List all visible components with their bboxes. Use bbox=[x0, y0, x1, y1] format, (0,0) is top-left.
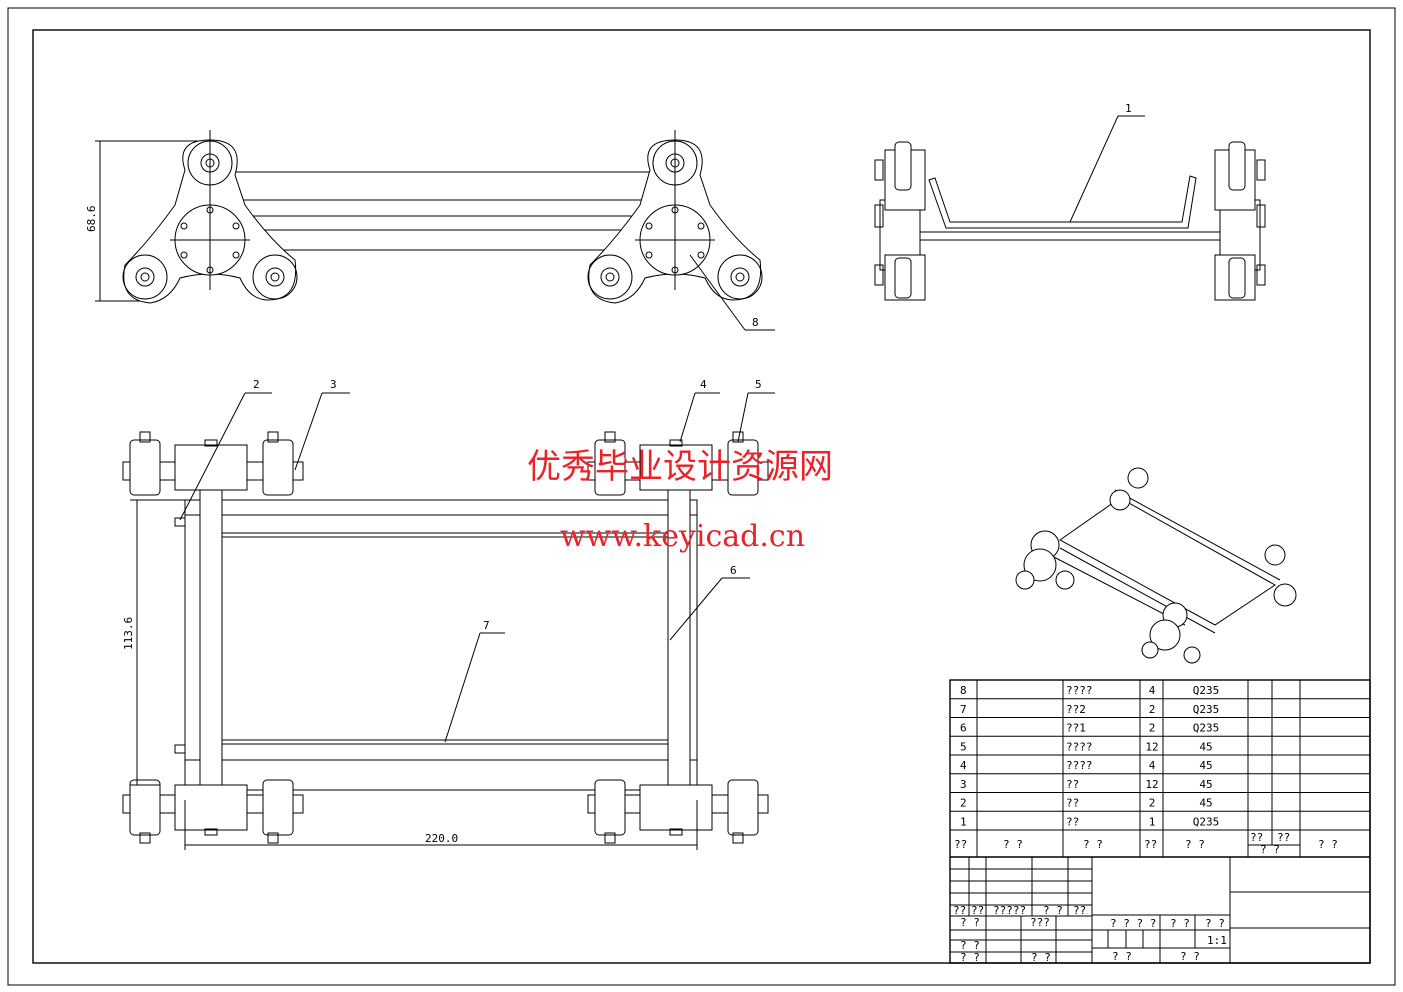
bom-qty: 2 bbox=[1149, 797, 1156, 810]
dim-top-height: 68.6 bbox=[85, 206, 98, 233]
svg-text:? ?: ? ? bbox=[960, 939, 980, 952]
bom-name: ??2 bbox=[1066, 703, 1086, 716]
bom-no: 1 bbox=[960, 815, 967, 828]
bom-name: ???? bbox=[1066, 759, 1093, 772]
dim-front-width: 220.0 bbox=[425, 832, 458, 845]
svg-text:??: ?? bbox=[1250, 831, 1263, 844]
svg-text:? ?: ? ? bbox=[1205, 917, 1225, 930]
svg-text:??: ?? bbox=[953, 904, 966, 917]
watermark-url: www.keyicad.cn bbox=[560, 519, 805, 554]
top-view: 68.6 8 bbox=[85, 129, 775, 331]
svg-text:? ?: ? ? bbox=[1180, 950, 1200, 963]
bom-row: 8???? 4 Q235 bbox=[960, 684, 1219, 697]
bom-row: 1?? 1 Q235 bbox=[960, 815, 1219, 828]
side-view: 1 bbox=[874, 102, 1266, 301]
bom-qty: 2 bbox=[1149, 722, 1156, 735]
bom-header: ?? ? ? ? ? ?? ? ? ?? ?? ? ? ? ? bbox=[954, 831, 1338, 856]
svg-text:? ?: ? ? bbox=[1083, 838, 1103, 851]
bom-name: ?? bbox=[1066, 815, 1079, 828]
drawing-frame bbox=[32, 29, 1371, 964]
scale-value: 1:1 bbox=[1207, 934, 1227, 947]
bom-material: Q235 bbox=[1193, 684, 1220, 697]
bom-no: 4 bbox=[960, 759, 967, 772]
bom-name: ???? bbox=[1066, 740, 1093, 753]
front-view: 113.6 220.0 2 3 4 5 6 7 bbox=[122, 378, 775, 850]
balloon-8: 8 bbox=[752, 316, 759, 329]
bom-no: 2 bbox=[960, 797, 967, 810]
bom-material: 45 bbox=[1199, 740, 1212, 753]
isometric-view bbox=[1015, 467, 1297, 664]
balloon-1: 1 bbox=[1125, 102, 1132, 115]
svg-text:??: ?? bbox=[1073, 904, 1086, 917]
title-block: ?? ?? ????? ? ? ?? ? ? ??? ? ? ? ? ? ? ?… bbox=[950, 856, 1370, 964]
balloon-2: 2 bbox=[253, 378, 260, 391]
svg-text:? ?: ? ? bbox=[1318, 838, 1338, 851]
outer-border bbox=[7, 7, 1396, 986]
bom-no: 7 bbox=[960, 703, 967, 716]
bom-row: 5???? 12 45 bbox=[960, 740, 1213, 753]
svg-text:? ?: ? ? bbox=[1043, 904, 1063, 917]
bom-no: 8 bbox=[960, 684, 967, 697]
svg-text:???: ??? bbox=[1030, 916, 1050, 929]
svg-text:? ?: ? ? bbox=[1170, 917, 1190, 930]
svg-text:? ?: ? ? bbox=[1185, 838, 1205, 851]
bom-no: 3 bbox=[960, 778, 967, 791]
bom-qty: 4 bbox=[1149, 759, 1156, 772]
bom-no: 6 bbox=[960, 722, 967, 735]
bom-qty: 12 bbox=[1145, 778, 1158, 791]
balloon-5: 5 bbox=[755, 378, 762, 391]
bom-qty: 12 bbox=[1145, 740, 1158, 753]
bom-material: 45 bbox=[1199, 778, 1212, 791]
bom-row: 2?? 2 45 bbox=[960, 797, 1213, 810]
svg-text:??: ?? bbox=[1144, 838, 1157, 851]
watermark-title: 优秀毕业设计资源网 bbox=[527, 447, 833, 487]
balloon-7: 7 bbox=[483, 619, 490, 632]
svg-text:? ?: ? ? bbox=[960, 951, 980, 964]
bom-name: ?? bbox=[1066, 778, 1079, 791]
bom-material: Q235 bbox=[1193, 722, 1220, 735]
bom-row: 6 ??1 2 Q235 bbox=[960, 722, 1219, 735]
svg-text:? ?: ? ? bbox=[1112, 950, 1132, 963]
bom-qty: 4 bbox=[1149, 684, 1156, 697]
bom-row: 7 ??2 2 Q235 bbox=[960, 703, 1219, 716]
balloon-6: 6 bbox=[730, 564, 737, 577]
bom-material: 45 bbox=[1199, 797, 1212, 810]
bom-name: ???? bbox=[1066, 684, 1093, 697]
bom-qty: 2 bbox=[1149, 703, 1156, 716]
bom-row: 4???? 4 45 bbox=[960, 759, 1213, 772]
bom-qty: 1 bbox=[1149, 815, 1156, 828]
svg-text:? ?: ? ? bbox=[1260, 843, 1280, 856]
svg-text:?????: ????? bbox=[993, 904, 1026, 917]
svg-text:??: ?? bbox=[1277, 831, 1290, 844]
bom-no: 5 bbox=[960, 740, 967, 753]
bom-row: 3?? 12 45 bbox=[960, 778, 1213, 791]
bom-material: Q235 bbox=[1193, 815, 1220, 828]
svg-text:??: ?? bbox=[954, 838, 967, 851]
dim-front-height: 113.6 bbox=[122, 617, 135, 650]
bom-material: 45 bbox=[1199, 759, 1212, 772]
balloon-3: 3 bbox=[330, 378, 337, 391]
svg-text:? ? ? ?: ? ? ? ? bbox=[1110, 917, 1156, 930]
svg-text:??: ?? bbox=[971, 904, 984, 917]
bom-name: ??1 bbox=[1066, 722, 1086, 735]
svg-text:? ?: ? ? bbox=[960, 916, 980, 929]
balloon-4: 4 bbox=[700, 378, 707, 391]
svg-text:? ?: ? ? bbox=[1003, 838, 1023, 851]
bom-name: ?? bbox=[1066, 797, 1079, 810]
bom-material: Q235 bbox=[1193, 703, 1220, 716]
svg-text:? ?: ? ? bbox=[1031, 951, 1051, 964]
